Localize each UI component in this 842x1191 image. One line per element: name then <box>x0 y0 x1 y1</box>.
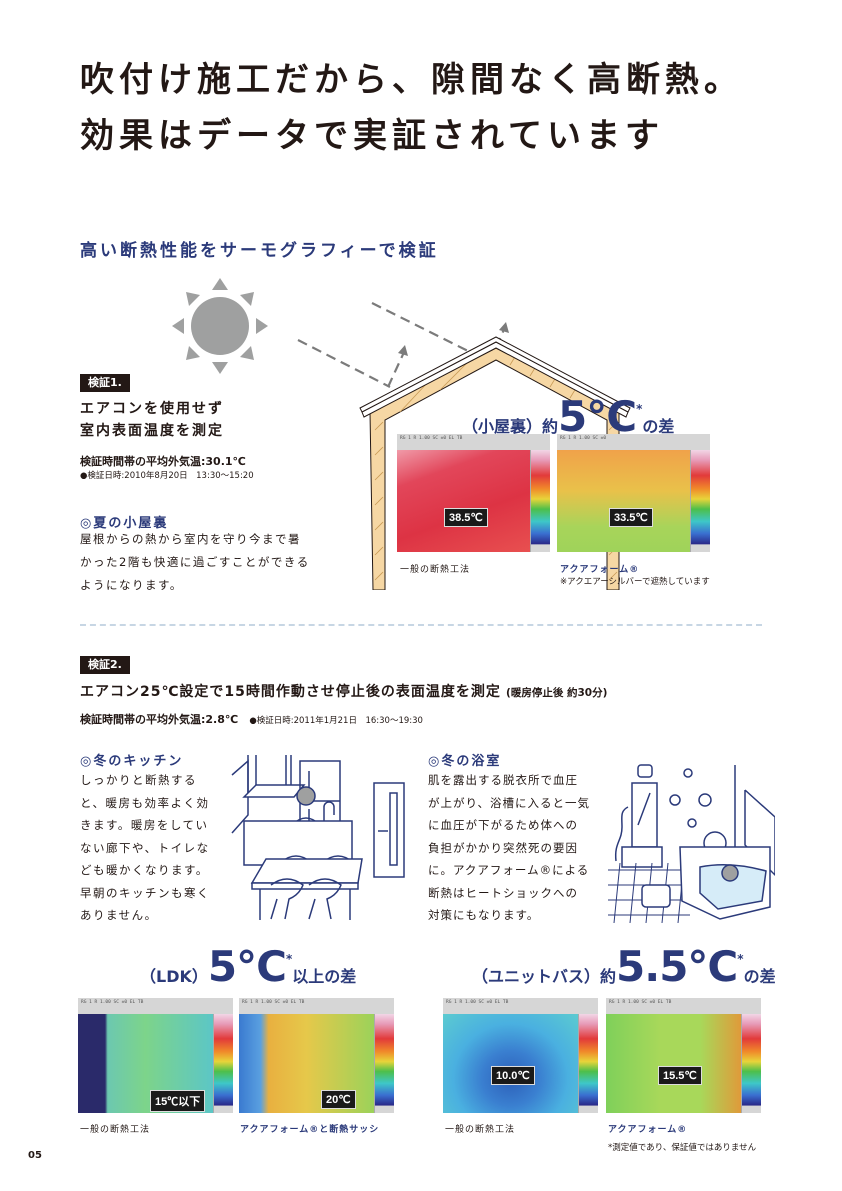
bath-diff-title: （ユニットバス）約 5.5℃ * の差 <box>472 946 776 988</box>
headline-line1: 吹付け施工だから、隙間なく高断熱。 <box>80 60 743 100</box>
page-number: 05 <box>28 1150 42 1161</box>
thermal-image-blue <box>443 1014 578 1113</box>
bathroom-illustration <box>608 764 775 924</box>
date: ●検証日時:2011年1月21日 16:30〜19:30 <box>249 716 423 726</box>
thermal-scale-bar <box>741 1014 761 1113</box>
thermograph-bath-aquafoam: RG 1 R 1.00 SC ±0 EL TB 15.5℃ <box>606 998 761 1113</box>
avg-temp: 検証時間帯の平均外気温:2.8℃ <box>80 713 239 726</box>
thermo-header: RG 1 R 1.00 SC ±0 <box>557 434 710 450</box>
verification1-avg-temp: 検証時間帯の平均外気温:30.1℃ <box>80 455 246 468</box>
diff-suffix: の差 <box>743 967 776 986</box>
section-divider <box>80 624 762 626</box>
diff-asterisk: * <box>636 402 643 416</box>
thermograph-attic-aquafoam: RG 1 R 1.00 SC ±0 33.5℃ <box>557 434 710 552</box>
diff-suffix: の差 <box>642 417 675 436</box>
section-title: 高い断熱性能をサーモグラフィーで検証 <box>80 241 439 261</box>
thermograph-attic-conventional: RG 1 R 1.00 SC ±0 EL TB 38.5℃ <box>397 434 550 552</box>
sun-icon <box>172 278 268 374</box>
verification2-tag: 検証2. <box>80 656 130 674</box>
diff-suffix: 以上の差 <box>292 967 357 986</box>
thermo-header: RG 1 R 1.00 SC ±0 EL TB <box>443 998 598 1014</box>
verification2-lead: エアコン25℃設定で15時間作動させ停止後の表面温度を測定 (暖房停止後 約30… <box>80 681 607 703</box>
temp-label: 15.5℃ <box>658 1066 702 1085</box>
ldk-diff-title: （LDK） 5℃ * 以上の差 <box>140 946 356 988</box>
caption-conventional: 一般の断熱工法 <box>400 565 471 575</box>
footnote: *測定値であり、保証値ではありません <box>608 1143 757 1153</box>
caption-note: ※アクエアーシルバーで遮熱しています <box>560 577 710 587</box>
caption-aquafoam: アクアフォーム® <box>560 565 640 575</box>
thermal-scale-bar <box>374 1014 394 1113</box>
diff-prefix: （LDK） <box>140 967 208 986</box>
thermograph-bath-conventional: RG 1 R 1.00 SC ±0 EL TB 10.0℃ <box>443 998 598 1113</box>
house-cross-section <box>297 302 631 590</box>
thermograph-ldk-aquafoam: RG 1 R 1.00 SC ±0 EL TB 20℃ <box>239 998 394 1113</box>
thermal-scale-bar <box>578 1014 598 1113</box>
thermal-scale-bar <box>213 1014 233 1113</box>
temp-label: 20℃ <box>321 1090 356 1109</box>
caption-aquafoam-sash: アクアフォーム®と断熱サッシ <box>240 1125 380 1135</box>
lead-line2: 室内表面温度を測定 <box>80 423 224 439</box>
thermo-header: RG 1 R 1.00 SC ±0 EL TB <box>78 998 233 1014</box>
temp-label: 10.0℃ <box>491 1066 535 1085</box>
winter-bathroom-heading: ◎冬の浴室 <box>428 754 502 769</box>
diff-value: 5℃ <box>558 392 637 441</box>
winter-kitchen-heading: ◎冬のキッチン <box>80 754 184 769</box>
thermo-header: RG 1 R 1.00 SC ±0 EL TB <box>239 998 394 1014</box>
verification2-conditions: 検証時間帯の平均外気温:2.8℃ ●検証日時:2011年1月21日 16:30〜… <box>80 708 423 727</box>
thermal-image-red <box>397 450 530 552</box>
summer-attic-body: 屋根からの熱から室内を守り今まで暑 かった2階も快適に過ごすことができる ように… <box>80 532 310 592</box>
thermal-scale-bar <box>530 450 550 552</box>
diff-value: 5℃ <box>207 942 287 991</box>
headline: 吹付け施工だから、隙間なく高断熱。 効果はデータで実証されています <box>80 52 743 164</box>
thermal-image-green <box>606 1014 741 1113</box>
winter-bathroom-body: 肌を露出する脱衣所で血圧 が上がり、浴槽に入ると一気 に血圧が下がるため体への … <box>428 773 591 922</box>
caption-conventional: 一般の断熱工法 <box>80 1125 151 1135</box>
winter-kitchen-body: しっかりと断熱する と、暖房も効率よく効 きます。暖房をしてい ない廊下や、トイ… <box>80 773 210 922</box>
diff-prefix: （ユニットバス）約 <box>472 967 617 986</box>
headline-line2: 効果はデータで実証されています <box>80 116 664 156</box>
verification1-tag: 検証1. <box>80 374 130 392</box>
kitchen-illustration <box>231 755 405 920</box>
thermo-header: RG 1 R 1.00 SC ±0 EL TB <box>606 998 761 1014</box>
summer-attic-heading: ◎夏の小屋裏 <box>80 516 169 531</box>
thermo-header: RG 1 R 1.00 SC ±0 EL TB <box>397 434 550 450</box>
thermograph-ldk-conventional: RG 1 R 1.00 SC ±0 EL TB 15℃以下 <box>78 998 233 1113</box>
lead-line1: エアコンを使用せず <box>80 401 224 417</box>
lead-text: エアコン25℃設定で15時間作動させ停止後の表面温度を測定 <box>80 684 501 700</box>
temp-label: 33.5℃ <box>609 508 653 527</box>
attic-diff-title: （小屋裏）約 5℃ * の差 <box>462 396 674 438</box>
diff-asterisk: * <box>737 952 744 966</box>
temp-label: 38.5℃ <box>444 508 488 527</box>
lead-note: (暖房停止後 約30分) <box>506 687 608 699</box>
diff-value: 5.5℃ <box>616 942 738 991</box>
diff-asterisk: * <box>285 952 293 966</box>
caption-conventional: 一般の断熱工法 <box>445 1125 516 1135</box>
temp-label: 15℃以下 <box>150 1090 206 1112</box>
verification1-lead: エアコンを使用せず 室内表面温度を測定 <box>80 398 224 442</box>
thermal-scale-bar <box>690 450 710 552</box>
thermal-image-orange-green <box>557 450 690 552</box>
caption-aquafoam: アクアフォーム® <box>608 1125 688 1135</box>
diff-prefix: （小屋裏）約 <box>462 417 559 436</box>
verification1-date: ●検証日時:2010年8月20日 13:30〜15:20 <box>80 471 254 481</box>
